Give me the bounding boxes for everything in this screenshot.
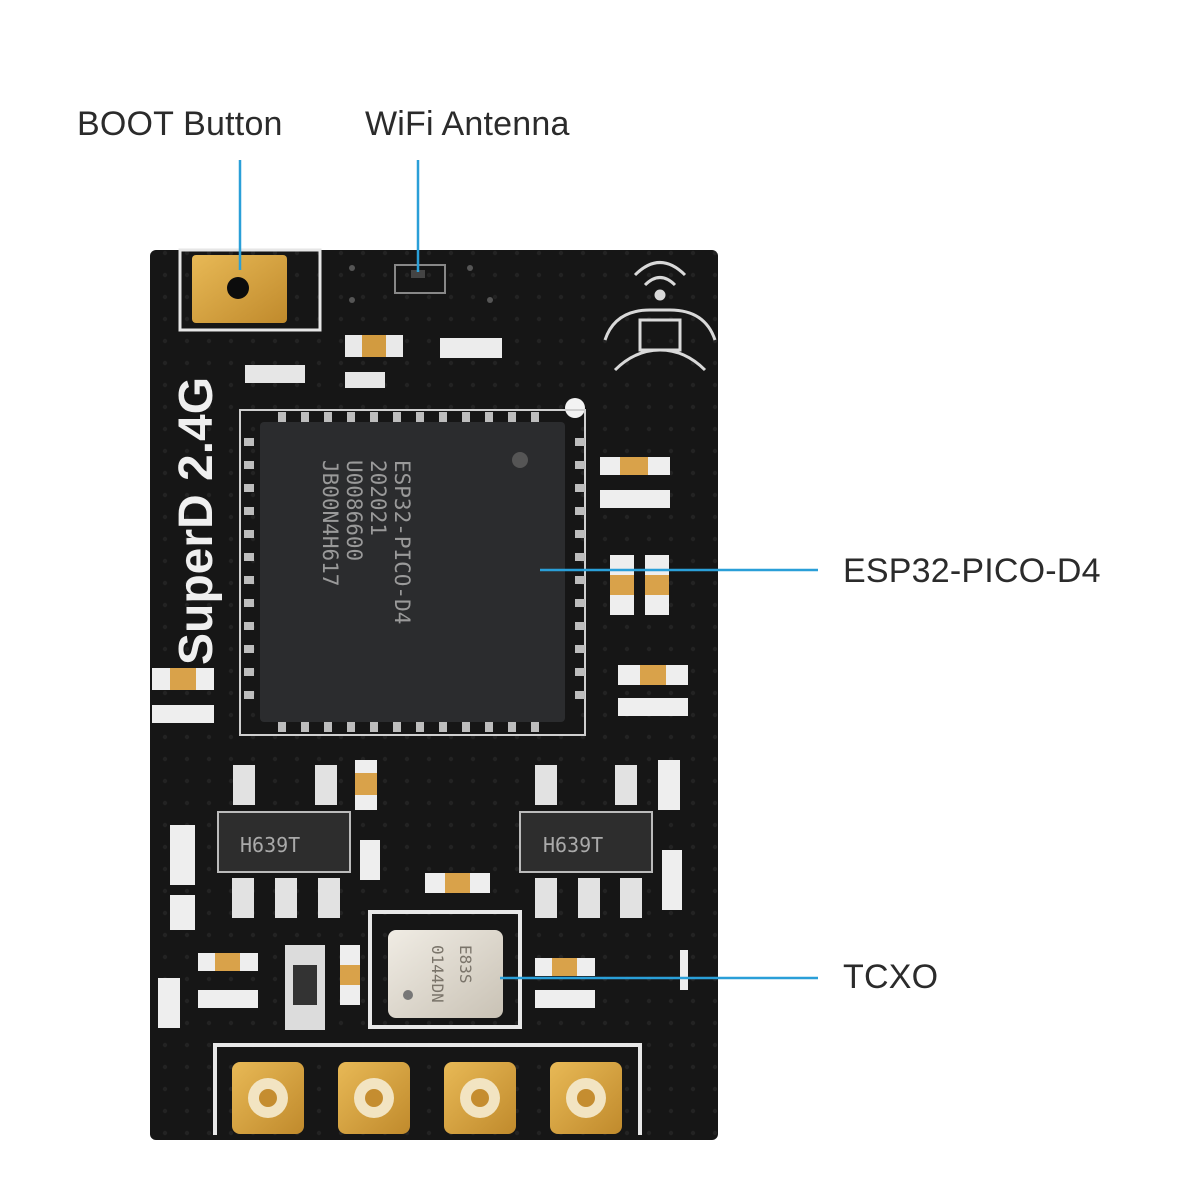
wifi-antenna-label: WiFi Antenna	[365, 105, 570, 143]
chip-pin	[370, 722, 378, 732]
ufl-pad-2	[338, 1062, 410, 1134]
ufl-pad-1	[232, 1062, 304, 1134]
chip-pin	[244, 599, 254, 607]
chip-pin	[575, 691, 585, 699]
chip-marking-line4: JB00N4H617	[318, 460, 342, 586]
chip-pin	[244, 668, 254, 676]
regulator-right: H639T	[519, 765, 653, 918]
lower-passives	[158, 760, 688, 1030]
chip-pin	[485, 412, 493, 422]
top-passives	[245, 335, 585, 418]
silkscreen-title: SuperD 2.4G	[170, 377, 223, 665]
chip-pin	[244, 530, 254, 538]
chip-pin	[347, 722, 355, 732]
chip-pin	[324, 412, 332, 422]
chip-pin	[485, 722, 493, 732]
chip-pin	[508, 722, 516, 732]
chip-pin	[462, 412, 470, 422]
chip-pin	[508, 412, 516, 422]
chip-pin	[575, 668, 585, 676]
chip-pin	[439, 412, 447, 422]
chip-pin	[416, 412, 424, 422]
tcxo-marking-line1: 0144DN	[428, 945, 447, 1003]
chip-pin	[244, 576, 254, 584]
esp32-chip: ESP32-PICO-D4 202021 U0086600 JB00N4H617	[239, 409, 586, 736]
chip-pin	[301, 722, 309, 732]
chip-pin	[244, 645, 254, 653]
boot-button-label: BOOT Button	[77, 105, 283, 143]
brand-logo-icon	[603, 261, 717, 372]
chip-pin	[439, 722, 447, 732]
chip-pin	[324, 722, 332, 732]
chip-pin	[575, 461, 585, 469]
chip-pin	[347, 412, 355, 422]
regulator-left-marking: H639T	[240, 833, 300, 857]
chip-pin	[575, 438, 585, 446]
chip-pin	[278, 722, 286, 732]
chip-pin	[575, 553, 585, 561]
chip-pin	[244, 484, 254, 492]
wifi-antenna-connector	[349, 264, 493, 303]
chip-pin	[531, 722, 539, 732]
chip-pin	[575, 576, 585, 584]
ufl-pad-4	[550, 1062, 622, 1134]
chip-pin	[244, 691, 254, 699]
regulator-left: H639T	[217, 765, 351, 918]
chip-marking-line3: U0086600	[342, 460, 366, 561]
tcxo-crystal: 0144DN E83S	[368, 910, 522, 1029]
chip-pin	[393, 412, 401, 422]
chip-pin	[575, 599, 585, 607]
chip-pin	[244, 553, 254, 561]
chip-pin	[462, 722, 470, 732]
tcxo-label: TCXO	[843, 958, 939, 996]
chip-pin	[575, 622, 585, 630]
boot-button	[178, 248, 322, 332]
chip-pin	[416, 722, 424, 732]
chip-pin	[575, 484, 585, 492]
esp32-chip-label: ESP32-PICO-D4	[843, 552, 1101, 590]
chip-pin	[244, 438, 254, 446]
chip-pin	[393, 722, 401, 732]
chip-marking-line1: ESP32-PICO-D4	[390, 460, 414, 624]
regulator-right-marking: H639T	[543, 833, 603, 857]
bottom-pad-frame	[213, 1043, 642, 1135]
tcxo-marking-line2: E83S	[456, 945, 475, 984]
right-passives	[152, 457, 688, 723]
chip-pin	[244, 507, 254, 515]
ufl-pad-3	[444, 1062, 516, 1134]
chip-marking-line2: 202021	[366, 460, 390, 536]
chip-pin	[575, 507, 585, 515]
chip-pin	[301, 412, 309, 422]
chip-pin	[531, 412, 539, 422]
chip-pin	[370, 412, 378, 422]
chip-pin	[244, 461, 254, 469]
chip-pin	[575, 530, 585, 538]
chip-pin	[278, 412, 286, 422]
chip-pin	[244, 622, 254, 630]
chip-pin	[575, 645, 585, 653]
